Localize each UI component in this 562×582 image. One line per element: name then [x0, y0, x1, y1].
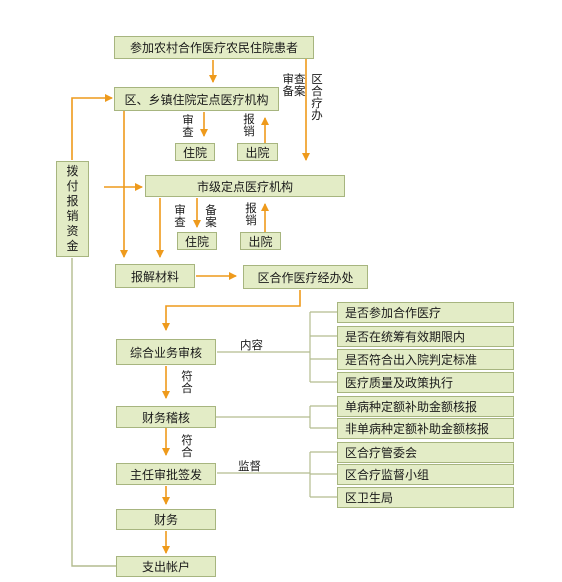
- content-item-1: 是否参加合作医疗: [337, 302, 514, 323]
- content-item-3: 是否符合出入院判定标准: [337, 349, 514, 370]
- label-reimburse-2: 报销: [245, 201, 257, 227]
- node-city: 市级定点医疗机构: [145, 175, 345, 197]
- node-fund-label: 拨付报销资金: [66, 164, 79, 253]
- supervise-item-2: 区合疗监督小组: [337, 464, 514, 485]
- finance-item-1: 单病种定额补助金额核报: [337, 396, 514, 417]
- node-finance: 财务: [116, 509, 216, 530]
- label-record-2: 备案: [205, 203, 217, 229]
- supervise-item-3: 区卫生局: [337, 487, 514, 508]
- label-match-2: 符合: [181, 433, 193, 459]
- node-admit-2: 住院: [177, 232, 217, 250]
- content-item-4: 医疗质量及政策执行: [337, 372, 514, 393]
- node-township: 区、乡镇住院定点医疗机构: [114, 87, 279, 111]
- node-approve: 主任审批签发: [116, 463, 216, 485]
- supervise-item-1: 区合疗管委会: [337, 442, 514, 463]
- node-materials: 报解材料: [115, 264, 195, 288]
- node-review: 综合业务审核: [116, 339, 216, 365]
- node-finance-check: 财务稽核: [116, 406, 216, 428]
- node-discharge-1: 出院: [237, 143, 278, 161]
- node-office: 区合作医疗经办处: [243, 265, 368, 289]
- label-supervise: 监督: [238, 459, 261, 473]
- node-admit-1: 住院: [175, 143, 215, 161]
- label-match-1: 符合: [181, 369, 193, 395]
- label-reimburse-1: 报销: [243, 112, 255, 138]
- label-audit-record-top: 审查备案: [282, 72, 306, 98]
- finance-item-2: 非单病种定额补助金额核报: [337, 418, 514, 439]
- label-district-office: 区合疗办: [311, 72, 323, 122]
- node-patient: 参加农村合作医疗农民住院患者: [114, 36, 314, 59]
- line-account-to-fund: [71, 258, 116, 567]
- node-fund: 拨付报销资金: [56, 161, 89, 257]
- label-content: 内容: [240, 338, 263, 352]
- label-audit-2: 审查: [174, 203, 186, 229]
- label-audit-1: 审查: [182, 113, 194, 139]
- node-account: 支出帐户: [116, 556, 216, 577]
- arrow-fund-to-township: [71, 94, 113, 160]
- content-item-2: 是否在统筹有效期限内: [337, 326, 514, 347]
- arrow-office-to-review: [162, 290, 301, 331]
- node-discharge-2: 出院: [240, 232, 281, 250]
